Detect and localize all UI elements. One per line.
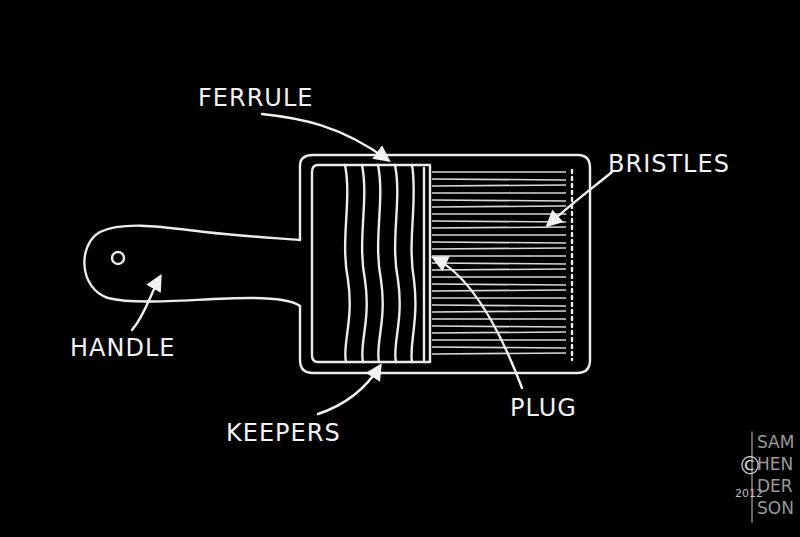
bristle-line <box>432 206 566 207</box>
bristle-line <box>432 185 566 186</box>
ferrule-band <box>395 165 400 362</box>
ferrule-band <box>378 165 383 362</box>
bristle-line <box>432 305 566 306</box>
watermark: SON <box>757 500 794 517</box>
bristle-line <box>432 290 566 291</box>
bristle-line <box>432 227 566 228</box>
bristle-line <box>432 221 566 222</box>
hanging-hole <box>112 252 124 264</box>
bristle-line <box>432 248 566 249</box>
leader-arrow <box>132 277 160 330</box>
bristle-line <box>432 276 566 278</box>
bristle-line <box>432 200 566 201</box>
ferrule-outline <box>312 165 430 362</box>
bristle-line <box>432 311 566 312</box>
plug-line <box>423 168 425 360</box>
bristle-line <box>432 326 566 327</box>
bristle-line <box>432 213 566 215</box>
watermark: DER <box>757 478 793 495</box>
ferrule-band <box>411 165 415 362</box>
ferrule-band <box>345 165 350 362</box>
bristle-tips <box>571 170 573 360</box>
watermark: HEN <box>757 456 793 473</box>
bristle-line <box>432 297 566 299</box>
bristle-line <box>432 171 566 173</box>
part-label: FERRULE <box>198 86 313 110</box>
handle-outline <box>84 226 300 306</box>
bristle-line <box>432 339 566 341</box>
bristle-line <box>432 255 566 257</box>
part-label: BRISTLES <box>608 152 730 176</box>
leader-arrow <box>262 114 388 160</box>
bristle-line <box>432 284 566 285</box>
bristle-line <box>432 192 566 194</box>
keepers-inner <box>299 182 301 240</box>
bristle-line <box>432 347 566 348</box>
leader-arrow <box>548 172 612 225</box>
ferrule-band <box>362 165 367 362</box>
leader-arrow <box>434 258 522 388</box>
bristle-line <box>432 318 566 320</box>
part-label: KEEPERS <box>226 421 341 445</box>
bristle-line <box>432 353 566 354</box>
part-label: HANDLE <box>70 336 175 360</box>
bristle-line <box>432 242 566 243</box>
bristle-line <box>432 179 566 180</box>
part-label: PLUG <box>510 396 577 420</box>
watermark: SAM <box>757 434 794 451</box>
bristle-lines <box>432 172 566 354</box>
leader-arrow <box>318 366 380 414</box>
bristle-line <box>432 263 566 264</box>
bristle-line <box>432 234 566 236</box>
